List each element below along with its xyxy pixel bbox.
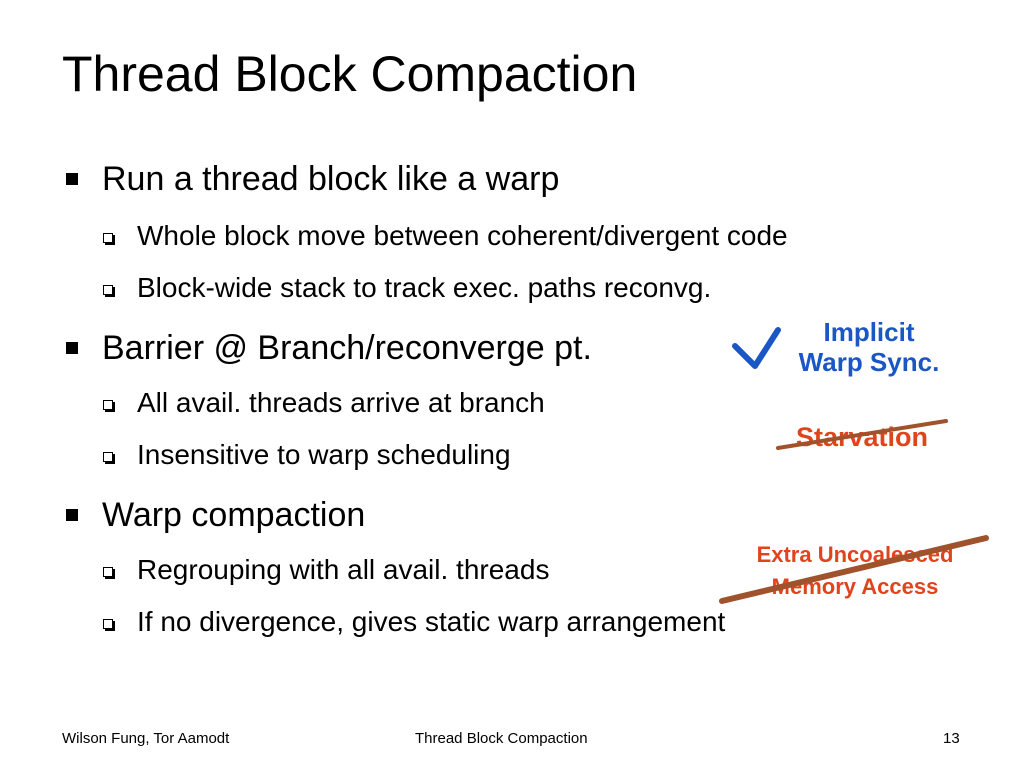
callout-line: Memory Access <box>771 574 939 599</box>
square-bullet-icon <box>66 173 78 185</box>
bullet-level2: Whole block move between coherent/diverg… <box>103 218 788 254</box>
bullet-level1: Run a thread block like a warp <box>66 157 559 201</box>
footer-authors: Wilson Fung, Tor Aamodt <box>62 730 230 747</box>
bullet-text: Insensitive to warp scheduling <box>137 439 511 470</box>
hollow-square-bullet-icon <box>103 567 113 577</box>
bullet-text: Barrier @ Branch/reconverge pt. <box>102 329 592 367</box>
slide-title: Thread Block Compaction <box>62 46 638 102</box>
callout-line: Warp Sync. <box>798 347 940 377</box>
uncoalesced-memory-callout: Extra Uncoalesced Memory Access <box>720 539 990 603</box>
hollow-square-bullet-icon <box>103 452 113 462</box>
bullet-level2: Insensitive to warp scheduling <box>103 437 511 473</box>
bullet-text: Regrouping with all avail. threads <box>137 554 550 585</box>
bullet-level2: Regrouping with all avail. threads <box>103 552 549 588</box>
callout-line: Implicit <box>823 317 915 347</box>
bullet-text: If no divergence, gives static warp arra… <box>137 606 726 637</box>
starvation-callout: Starvation <box>795 422 929 452</box>
square-bullet-icon <box>66 509 78 521</box>
bullet-text: Block-wide stack to track exec. paths re… <box>137 272 712 303</box>
square-bullet-icon <box>66 342 78 354</box>
bullet-text: All avail. threads arrive at branch <box>137 387 545 418</box>
hollow-square-bullet-icon <box>103 619 113 629</box>
hollow-square-bullet-icon <box>103 233 113 243</box>
bullet-text: Warp compaction <box>102 496 366 534</box>
bullet-level1: Warp compaction <box>66 493 365 537</box>
hollow-square-bullet-icon <box>103 285 113 295</box>
callout-line: Extra Uncoalesced <box>756 542 954 567</box>
page-number: 13 <box>943 730 960 747</box>
implicit-warp-sync-callout: Implicit Warp Sync. <box>774 317 964 377</box>
bullet-level2: All avail. threads arrive at branch <box>103 385 545 421</box>
bullet-text: Run a thread block like a warp <box>102 160 560 198</box>
bullet-text: Whole block move between coherent/diverg… <box>137 220 788 251</box>
hollow-square-bullet-icon <box>103 400 113 410</box>
footer-title: Thread Block Compaction <box>415 730 588 747</box>
bullet-level2: If no divergence, gives static warp arra… <box>103 604 725 640</box>
bullet-level1: Barrier @ Branch/reconverge pt. <box>66 326 592 370</box>
bullet-level2: Block-wide stack to track exec. paths re… <box>103 270 711 306</box>
